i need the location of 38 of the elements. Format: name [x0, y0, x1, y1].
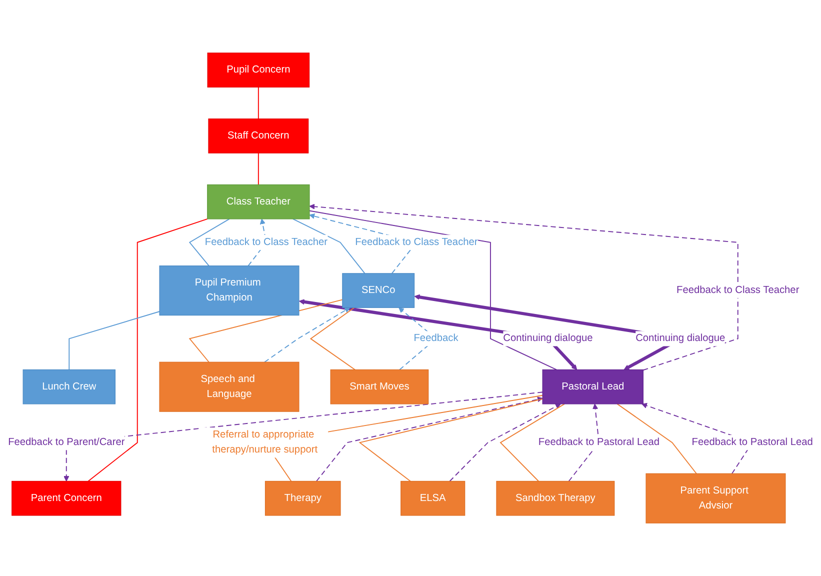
edge-label: Feedback to Class Teacher: [676, 284, 800, 296]
edge-label: Feedback to Parent/Carer: [8, 436, 125, 448]
arrow: [316, 396, 543, 482]
node-box: Class Teacher: [207, 184, 310, 220]
node-box: Pupil Premium Champion: [159, 266, 300, 316]
edge-label: Feedback to Class Teacher: [355, 236, 478, 248]
connector: [500, 403, 565, 482]
node-box: Parent Support Advsior: [646, 473, 786, 524]
node-box: Smart Moves: [330, 369, 429, 404]
node-box: Pastoral Lead: [542, 369, 644, 404]
connector: [188, 299, 343, 363]
edge-label: Continuing dialogue: [636, 332, 726, 344]
arrow: [64, 392, 544, 482]
edge-label: Feedback to Pastoral Lead: [538, 436, 660, 448]
arrow: [449, 404, 561, 482]
node-box: Pupil Concern: [207, 52, 310, 88]
edge-label: Referral to appropriate therapy/nurture support: [212, 429, 318, 456]
node-box: Lunch Crew: [22, 369, 116, 404]
connector: [258, 152, 259, 186]
connector: [358, 398, 544, 482]
node-box: Staff Concern: [208, 118, 309, 154]
connector: [616, 403, 697, 474]
node-box: Therapy: [264, 480, 341, 516]
arrow: [264, 307, 350, 363]
edge-label: Feedback to Pastoral Lead: [692, 436, 813, 448]
connector: [258, 86, 259, 120]
edge-label: Feedback: [414, 332, 458, 344]
node-box: Parent Concern: [12, 480, 122, 516]
node-box: SENCo: [342, 273, 415, 308]
edge-label: Feedback to Class Teacher: [204, 236, 328, 248]
connector: [68, 311, 160, 370]
connector: [292, 218, 366, 274]
node-box: Sandbox Therapy: [496, 480, 615, 516]
node-box: ELSA: [400, 480, 466, 516]
connector: [88, 218, 208, 482]
edge-label: Continuing dialogue: [503, 332, 593, 344]
connector: [310, 307, 356, 370]
node-box: Speech and Language: [159, 362, 300, 412]
